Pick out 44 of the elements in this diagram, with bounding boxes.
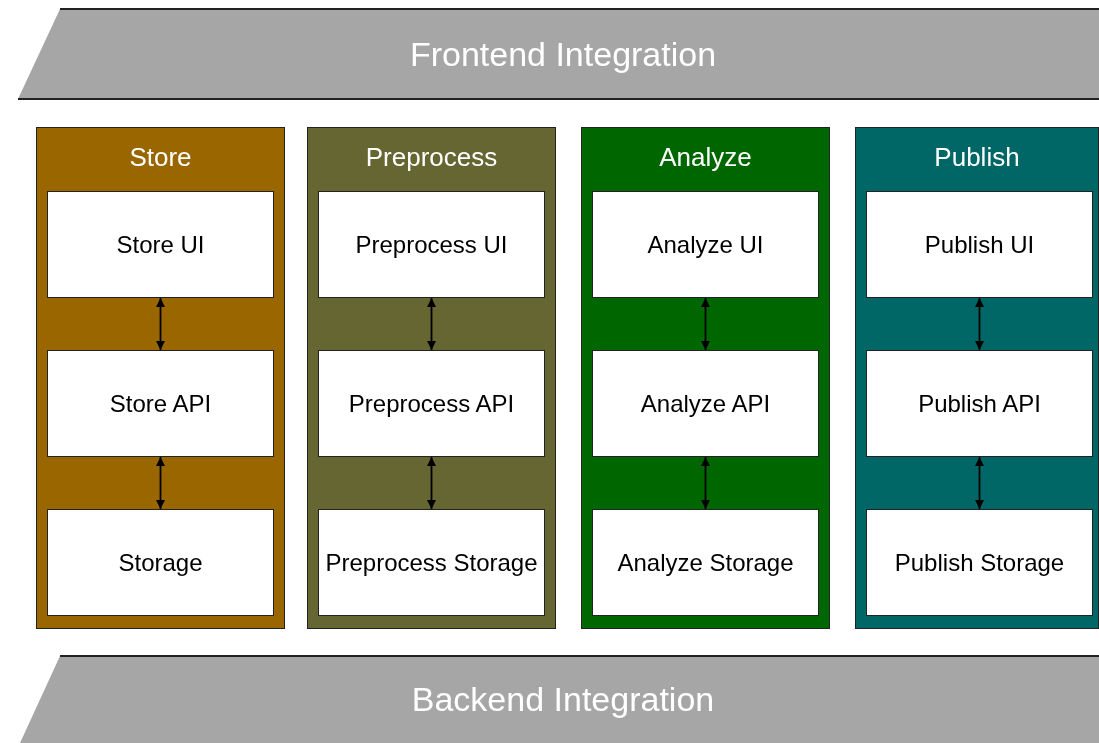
double-arrow	[975, 456, 984, 510]
component-box	[592, 350, 819, 457]
component-label: Store UI	[115, 230, 206, 260]
band-title: Backend Integration	[410, 679, 716, 719]
double-arrow	[427, 297, 436, 351]
component-label: Publish UI	[923, 230, 1036, 260]
component-box	[866, 509, 1093, 616]
component-label: Storage	[117, 548, 204, 578]
component-box	[47, 509, 274, 616]
component-label: Store API	[108, 389, 213, 419]
service-column	[581, 127, 830, 629]
band-title: Frontend Integration	[408, 34, 718, 74]
service-column	[307, 127, 556, 629]
column-title: Store	[128, 142, 193, 172]
double-arrow	[701, 456, 710, 510]
component-label: Analyze API	[639, 389, 772, 419]
double-arrow	[701, 297, 710, 351]
component-box	[592, 191, 819, 298]
component-label: Preprocess API	[347, 389, 516, 419]
column-title: Preprocess	[364, 142, 499, 172]
double-arrow	[427, 456, 436, 510]
column-title: Analyze	[658, 142, 753, 172]
component-box	[318, 191, 545, 298]
component-label: Publish API	[917, 389, 1042, 419]
component-label: Analyze UI	[646, 230, 765, 260]
component-box	[592, 509, 819, 616]
double-arrow	[156, 297, 165, 351]
integration-band	[18, 655, 1099, 743]
component-box	[866, 350, 1093, 457]
component-box	[318, 509, 545, 616]
service-column	[36, 127, 285, 629]
component-box	[866, 191, 1093, 298]
component-label: Analyze Storage	[616, 548, 795, 578]
component-box	[318, 350, 545, 457]
component-box	[47, 350, 274, 457]
integration-band	[18, 8, 1099, 100]
component-box	[47, 191, 274, 298]
column-title: Publish	[933, 142, 1021, 172]
service-column	[855, 127, 1099, 629]
component-label: Preprocess UI	[354, 230, 509, 260]
double-arrow	[156, 456, 165, 510]
component-label: Publish Storage	[893, 548, 1066, 578]
double-arrow	[975, 297, 984, 351]
component-label: Preprocess Storage	[324, 548, 539, 578]
